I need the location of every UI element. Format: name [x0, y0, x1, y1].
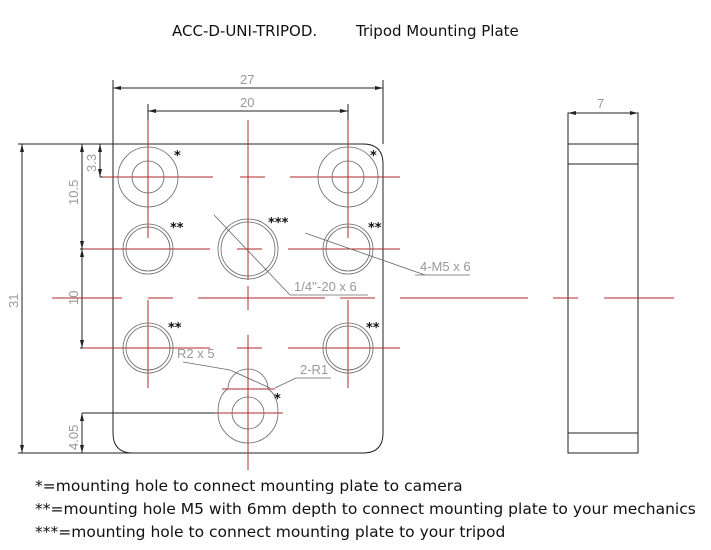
marker-camera: *	[274, 392, 281, 407]
camera-hole-top-right	[317, 146, 379, 208]
marker-m5: **	[170, 221, 184, 236]
legend-camera: *=mounting hole to connect mounting plat…	[35, 477, 463, 495]
camera-hole-top-left	[117, 146, 179, 208]
dimension-lines	[18, 80, 639, 454]
marker-m5: **	[168, 321, 182, 336]
marker-m5: **	[366, 321, 380, 336]
callout-r2: R2 x 5	[177, 346, 215, 361]
part-name: Tripod Mounting Plate	[356, 22, 519, 40]
dim-thickness: 7	[597, 96, 604, 111]
dim-width: 27	[240, 72, 254, 87]
callout-r1: 2-R1	[300, 362, 328, 377]
part-code: ACC-D-UNI-TRIPOD.	[172, 22, 318, 40]
center-lines	[52, 120, 674, 470]
m5-hole	[122, 322, 174, 374]
m5-hole	[322, 322, 374, 374]
marker-camera: *	[370, 149, 377, 164]
callout-tripod-thread: 1/4''-20 x 6	[294, 279, 357, 294]
legend-tripod: ***=mounting hole to connect mounting pl…	[35, 523, 506, 541]
m5-hole	[322, 223, 374, 275]
dim-row1: 10.5	[66, 180, 81, 205]
dim-height: 31	[6, 294, 21, 308]
m5-hole	[122, 223, 174, 275]
marker-m5: **	[368, 221, 382, 236]
camera-hole-bottom	[217, 368, 279, 444]
leader-lines	[182, 214, 470, 389]
dim-row2: 10	[66, 291, 81, 305]
dim-hole-spacing: 20	[240, 95, 254, 110]
dimension-arrows	[20, 86, 638, 453]
plate-outline	[112, 143, 384, 454]
callout-m5: 4-M5 x 6	[420, 259, 471, 274]
marker-camera: *	[174, 149, 181, 164]
dim-top-offset: 3.3	[84, 154, 99, 172]
legend-m5: **=mounting hole M5 with 6mm depth to co…	[35, 500, 696, 518]
tripod-hole	[217, 218, 279, 280]
marker-tripod: ***	[268, 216, 289, 231]
dim-bottom-offset: 4.05	[66, 425, 81, 450]
